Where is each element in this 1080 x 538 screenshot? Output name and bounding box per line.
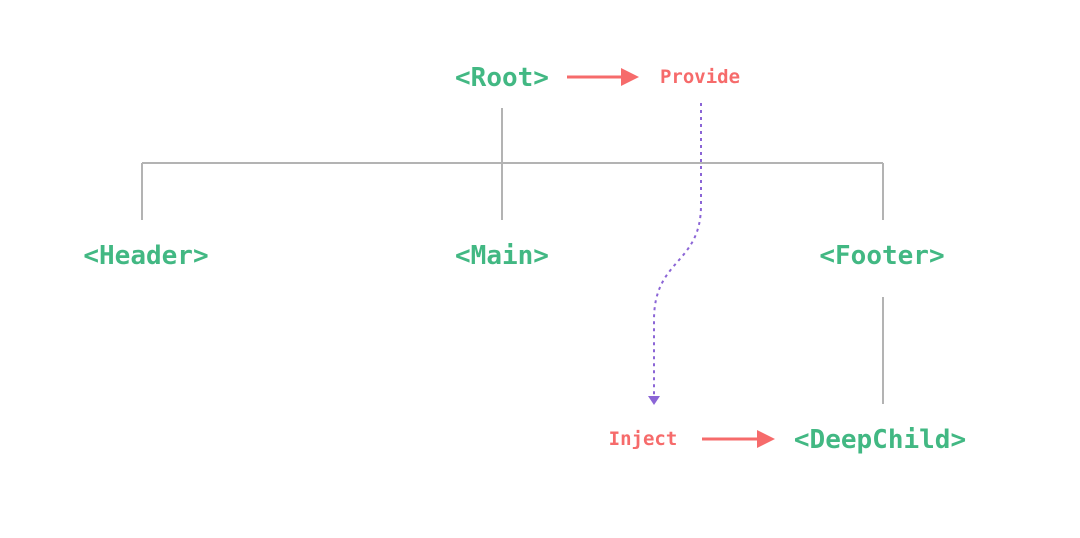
root-node: <Root> bbox=[455, 63, 549, 93]
inject-path-arrowhead-icon bbox=[648, 396, 660, 405]
provide-label: Provide bbox=[660, 66, 740, 88]
inject-arrow-icon bbox=[702, 430, 775, 448]
inject-path bbox=[653, 103, 702, 396]
deepchild-node: <DeepChild> bbox=[794, 425, 966, 455]
tree-connectors bbox=[141, 108, 884, 404]
inject-label: Inject bbox=[609, 428, 678, 450]
header-node: <Header> bbox=[83, 241, 208, 271]
provide-arrow-icon bbox=[567, 68, 639, 86]
footer-node: <Footer> bbox=[819, 241, 944, 271]
main-node: <Main> bbox=[455, 241, 549, 271]
